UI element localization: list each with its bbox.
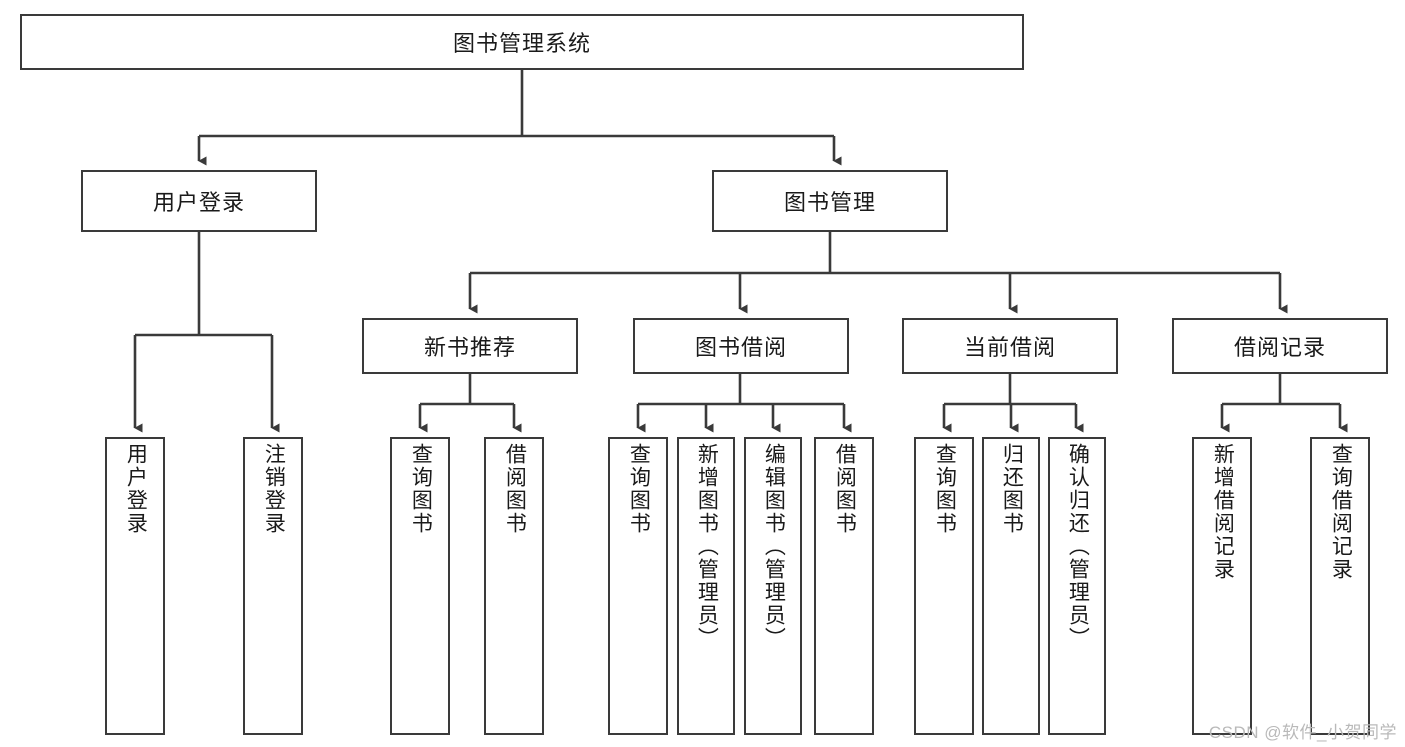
leaf-borrow-edit-book[interactable]: 编辑图书（管理员） — [744, 437, 802, 735]
leaf-new-book-borrow-label: 借阅图书 — [503, 443, 527, 535]
leaf-borrow-borrow-book-label: 借阅图书 — [833, 443, 857, 535]
leaf-borrow-edit-book-label: 编辑图书（管理员） — [762, 443, 786, 650]
leaf-record-add[interactable]: 新增借阅记录 — [1192, 437, 1252, 735]
leaf-record-query-label: 查询借阅记录 — [1329, 443, 1353, 581]
node-root[interactable]: 图书管理系统 — [20, 14, 1024, 70]
node-root-label: 图书管理系统 — [452, 31, 591, 56]
leaf-user-login-signout[interactable]: 注销登录 — [243, 437, 303, 735]
leaf-record-query[interactable]: 查询借阅记录 — [1310, 437, 1370, 735]
leaf-current-confirm-return[interactable]: 确认归还（管理员） — [1048, 437, 1106, 735]
node-new-book-recommend-label: 新书推荐 — [423, 335, 516, 360]
csdn-watermark: CSDN @软件_小贺同学 — [1208, 723, 1397, 742]
leaf-current-return-book[interactable]: 归还图书 — [982, 437, 1040, 735]
leaf-current-query-book-label: 查询图书 — [933, 443, 957, 535]
leaf-borrow-add-book[interactable]: 新增图书（管理员） — [677, 437, 735, 735]
leaf-current-query-book[interactable]: 查询图书 — [914, 437, 974, 735]
leaf-new-book-query-label: 查询图书 — [409, 443, 433, 535]
leaf-user-login-signin[interactable]: 用户登录 — [105, 437, 165, 735]
node-user-login[interactable]: 用户登录 — [81, 170, 317, 232]
leaf-user-login-signin-label: 用户登录 — [124, 443, 148, 535]
node-book-borrow[interactable]: 图书借阅 — [633, 318, 849, 374]
node-book-borrow-label: 图书借阅 — [694, 335, 787, 360]
node-borrow-record[interactable]: 借阅记录 — [1172, 318, 1388, 374]
node-user-login-label: 用户登录 — [152, 190, 245, 215]
leaf-borrow-borrow-book[interactable]: 借阅图书 — [814, 437, 874, 735]
node-book-management-label: 图书管理 — [783, 190, 876, 215]
node-current-borrow-label: 当前借阅 — [963, 335, 1056, 360]
node-current-borrow[interactable]: 当前借阅 — [902, 318, 1118, 374]
leaf-new-book-borrow[interactable]: 借阅图书 — [484, 437, 544, 735]
leaf-borrow-query-book[interactable]: 查询图书 — [608, 437, 668, 735]
node-borrow-record-label: 借阅记录 — [1233, 335, 1326, 360]
leaf-current-confirm-return-label: 确认归还（管理员） — [1066, 443, 1090, 650]
node-book-management[interactable]: 图书管理 — [712, 170, 948, 232]
leaf-borrow-add-book-label: 新增图书（管理员） — [695, 443, 719, 650]
node-new-book-recommend[interactable]: 新书推荐 — [362, 318, 578, 374]
leaf-new-book-query[interactable]: 查询图书 — [390, 437, 450, 735]
leaf-borrow-query-book-label: 查询图书 — [627, 443, 651, 535]
leaf-user-login-signout-label: 注销登录 — [262, 443, 286, 535]
leaf-record-add-label: 新增借阅记录 — [1211, 443, 1235, 581]
leaf-current-return-book-label: 归还图书 — [1000, 443, 1024, 535]
